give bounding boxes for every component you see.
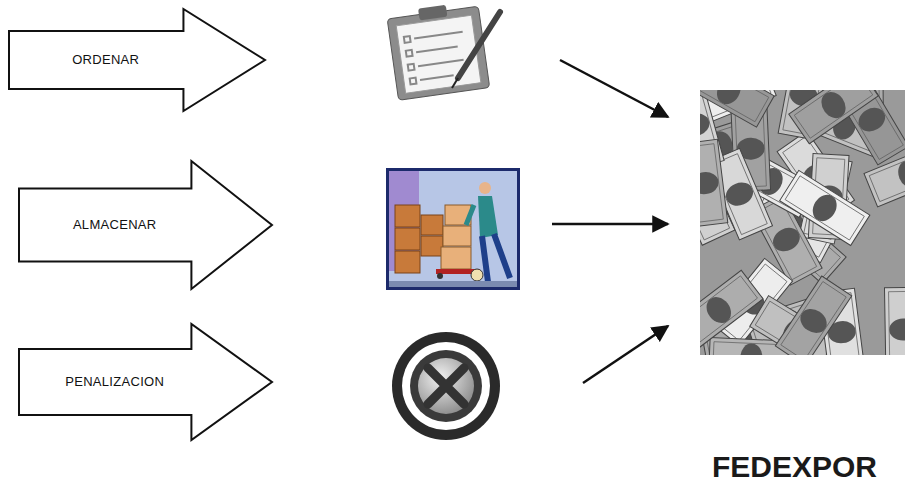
block-arrow: ORDENAR	[8, 8, 266, 112]
cancel-icon	[392, 332, 500, 440]
arrow-label: ORDENAR	[8, 31, 203, 89]
pointer-arrow	[552, 60, 668, 383]
arrow-label: ALMACENAR	[18, 189, 211, 262]
warehouse-icon	[386, 168, 520, 290]
pen-icon	[452, 12, 500, 88]
arrow-label: PENALIZACION	[18, 349, 211, 415]
block-arrow: PENALIZACION	[18, 323, 273, 441]
block-arrow: ALMACENAR	[18, 160, 273, 290]
logo-text: FEDEXPOR	[712, 450, 912, 484]
money-image	[700, 90, 905, 355]
